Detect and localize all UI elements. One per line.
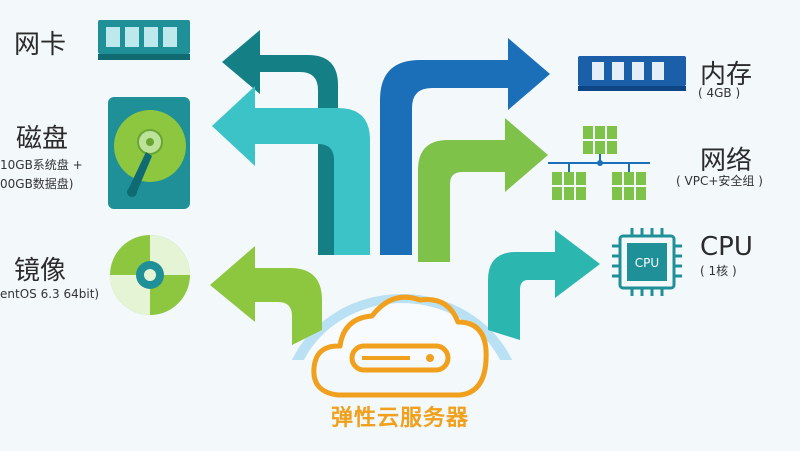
image-title: 镜像 <box>14 256 67 286</box>
cpu-chip-icon: CPU <box>612 228 682 296</box>
memory-module-icon <box>578 56 686 91</box>
disc-icon <box>110 235 190 315</box>
arrow-to-cpu <box>488 230 600 340</box>
network-detail: ( VPC+安全组 ) <box>676 174 763 188</box>
network-card-icon <box>98 20 190 60</box>
arrow-to-image <box>210 246 322 345</box>
cloud-server-icon <box>311 294 489 398</box>
hard-disk-icon <box>108 97 190 209</box>
disk-title: 磁盘 <box>16 124 69 154</box>
disk-detail-2: 00GB数据盘) <box>0 177 74 191</box>
arrow-to-disk <box>212 86 370 255</box>
memory-title: 内存 <box>700 60 753 90</box>
memory-detail: ( 4GB ) <box>698 86 741 100</box>
arrow-to-memory <box>380 38 550 255</box>
nic-title: 网卡 <box>14 30 67 60</box>
network-topology-icon <box>548 126 650 200</box>
dome-fill <box>304 303 500 360</box>
dome-arc <box>292 293 512 360</box>
arrow-to-nic <box>222 30 338 255</box>
disk-detail-1: 10GB系统盘 + <box>0 158 83 172</box>
cpu-detail: ( 1核 ) <box>700 264 737 278</box>
cpu-title: CPU <box>700 232 753 262</box>
network-title: 网络 <box>700 146 753 176</box>
image-detail: entOS 6.3 64bit) <box>0 287 100 301</box>
arrow-to-network <box>418 118 548 262</box>
elastic-cloud-server-title: 弹性云服务器 <box>330 406 469 431</box>
cpu-chip-label: CPU <box>635 256 659 270</box>
